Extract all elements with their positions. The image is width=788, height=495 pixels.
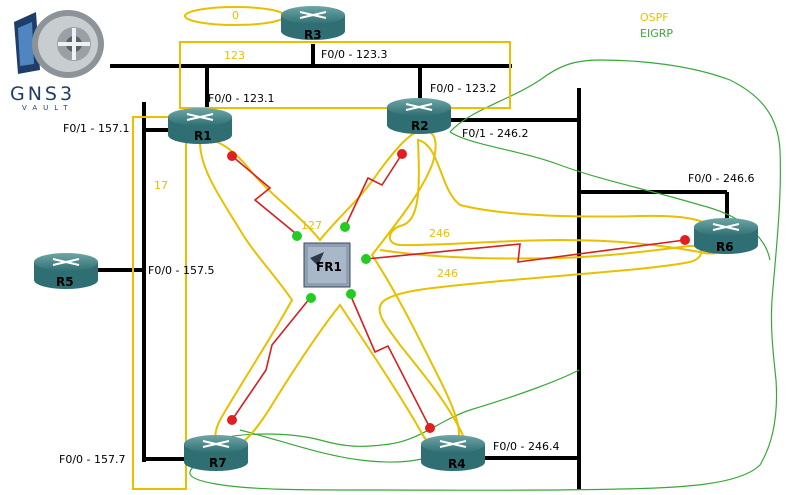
frame-relay-switch-icon[interactable] [303,242,351,288]
endpoint-fr-r2 [340,222,350,232]
endpoint-fr-r1 [292,231,302,241]
interface-label-r3-f00: F0/0 - 123.3 [321,48,388,61]
fr-link-r1 [231,155,301,238]
area-label-0: 0 [232,9,239,22]
area-label-127: 127 [301,219,322,232]
ospf-areas [132,6,727,490]
interface-label-r5-f00: F0/0 - 157.5 [148,264,215,277]
endpoint-r6 [680,235,690,245]
interface-label-r1-f01: F0/1 - 157.1 [63,122,130,135]
router-r5-icon[interactable] [34,253,98,289]
legend-ospf: OSPF [640,11,669,24]
logo-subtitle: VAULT [22,104,74,112]
legend-eigrp: EIGRP [640,27,673,40]
interface-label-r2-f00: F0/0 - 123.2 [430,82,497,95]
area-246-upper-outline [388,138,727,255]
interface-label-r6-f00: F0/0 - 246.6 [688,172,755,185]
fr-link-r6 [365,239,686,263]
endpoint-r7 [227,415,237,425]
area-123-outline [179,41,511,109]
endpoint-fr-r6 [361,254,371,264]
area-label-17: 17 [154,179,168,192]
interface-label-r4-f00: F0/0 - 246.4 [493,440,560,453]
router-r2-icon[interactable] [387,98,451,134]
router-label-r1: R1 [194,129,212,143]
router-r1-icon[interactable] [168,108,232,144]
fr-link-r7 [231,297,311,421]
router-r7-icon[interactable] [184,435,248,471]
area-label-246-upper: 246 [429,227,450,240]
dlci-endpoints [227,149,690,433]
interface-label-r1-f00: F0/0 - 123.1 [208,92,275,105]
endpoint-r1 [227,151,237,161]
endpoint-r2 [397,149,407,159]
interface-label-r7-f00: F0/0 - 157.7 [59,453,126,466]
fr-link-r4 [349,293,431,429]
switch-label-fr1: FR1 [316,260,342,274]
eigrp-boundary [189,59,781,491]
area-label-246-lower: 246 [437,267,458,280]
fr-link-r2 [344,153,403,228]
logo-name: GNS3 [10,83,76,105]
endpoint-r4 [425,423,435,433]
area-label-123: 123 [224,49,245,62]
router-label-r7: R7 [209,456,227,470]
router-r6-icon[interactable] [694,218,758,254]
endpoint-fr-r7 [306,293,316,303]
frame-relay-links [231,153,686,429]
endpoint-fr-r4 [346,289,356,299]
router-label-r3: R3 [304,28,322,42]
gns3-logo-icon [14,10,104,78]
router-r4-icon[interactable] [421,435,485,471]
area-17-outline [132,116,187,490]
router-r3-icon[interactable] [281,6,345,40]
router-label-r6: R6 [716,240,734,254]
router-label-r5: R5 [56,275,74,289]
router-label-r2: R2 [411,119,429,133]
router-label-r4: R4 [448,457,466,471]
interface-label-r2-f01: F0/1 - 246.2 [462,127,529,140]
